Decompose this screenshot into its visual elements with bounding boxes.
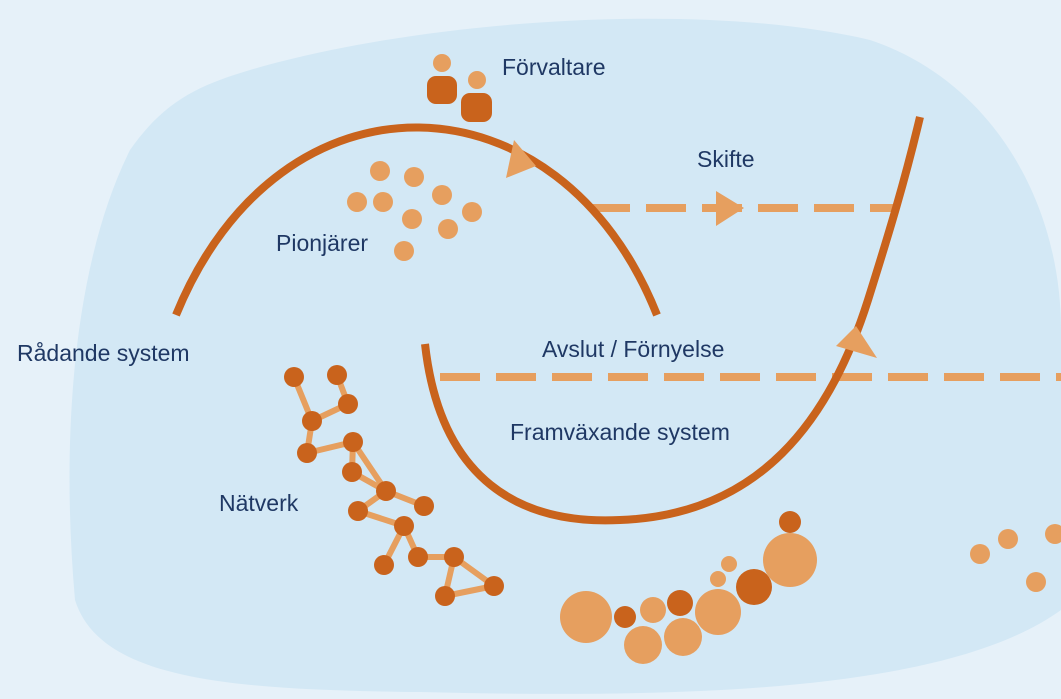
shift-label: Skifte — [697, 146, 755, 172]
network-graph — [284, 365, 504, 606]
emerging-bubbles — [560, 511, 817, 664]
pioneers-dots — [347, 161, 482, 261]
dominant-curve-arrowhead-icon — [506, 140, 536, 178]
network-label: Nätverk — [219, 490, 299, 516]
pioneers-label: Pionjärer — [276, 230, 369, 256]
shift-arrowhead-icon — [716, 191, 744, 226]
ending-renewal-label: Avslut / Förnyelse — [542, 336, 725, 362]
emerging-system-curve — [421, 116, 924, 525]
emerging-system-label: Framväxande system — [510, 419, 730, 445]
edge-dots — [970, 524, 1061, 592]
emerging-curve-arrowhead-icon — [836, 326, 877, 358]
dominant-system-label: Rådande system — [17, 340, 190, 366]
background-blob — [69, 18, 1061, 694]
dominant-system-curve — [172, 123, 661, 317]
managers-label: Förvaltare — [502, 54, 606, 80]
people-icon — [427, 54, 492, 122]
